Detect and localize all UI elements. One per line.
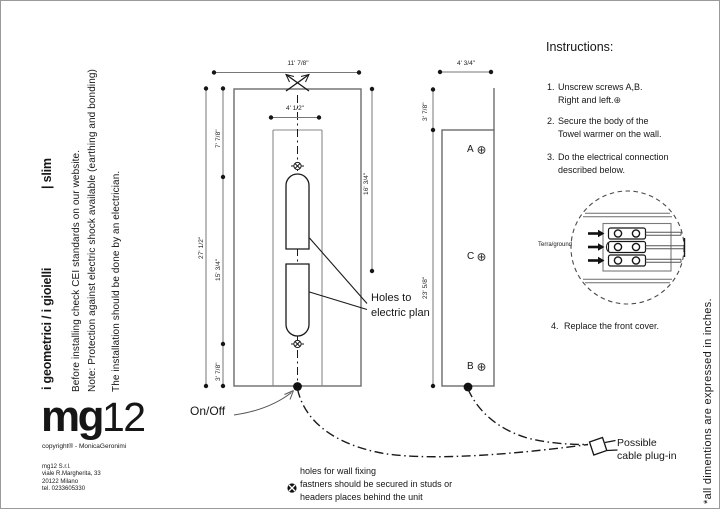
screw-c-icon — [477, 253, 486, 261]
wires — [645, 231, 685, 263]
instructions-title: Instructions: — [546, 40, 614, 54]
screw-b-icon — [477, 363, 486, 371]
hang-hook-icon — [285, 73, 310, 92]
dimensions-footnote: *all dimentions are expressed in inches. — [702, 298, 714, 504]
screw-mark-icon — [291, 339, 304, 349]
mg12-logo: mg12 — [41, 394, 146, 440]
instruction-item-1: 1. Unscrew screws A,B. Right and left.⊕ — [547, 81, 643, 106]
note-cei: Before installing check CEI standards on… — [71, 149, 82, 392]
onoff-point — [293, 382, 302, 391]
address-block: mg12 S.r.l. viale R.Margherita, 33 20122… — [42, 464, 101, 494]
dim-depth: 4' 3/4" — [456, 60, 475, 67]
screw-mark-icon — [291, 161, 304, 171]
leader-line — [309, 291, 368, 311]
cables — [296, 388, 589, 458]
item-number: 3. — [547, 152, 555, 162]
dim-seg-bottom: 3' 7/8" — [215, 362, 222, 381]
dim-body-height: 23' 5/8" — [422, 276, 429, 299]
dim-overall-height: 27' 1/2" — [198, 236, 205, 259]
logo-mg: mg — [41, 392, 105, 441]
holes-label-line1: Holes to — [371, 292, 412, 304]
item-number: 1. — [547, 82, 555, 92]
plug-label-line2: cable plug-in — [617, 450, 677, 462]
plug-icon — [588, 436, 618, 456]
screw-icon: ⊕ — [613, 94, 622, 105]
item-number: 2. — [547, 116, 555, 126]
ground-mark — [605, 242, 609, 252]
item-text: Secure the body of the — [558, 116, 649, 126]
screw-label-c: C — [467, 251, 475, 262]
wire-arrows — [588, 229, 605, 265]
note-headers: headers places behind the unit — [300, 492, 423, 502]
dim-panel-width: 4' 1/2" — [285, 105, 304, 112]
address-line: mg12 S.r.l. — [42, 464, 71, 470]
cable-line-front — [296, 388, 589, 458]
onoff-arrow — [233, 390, 294, 416]
front-view-drawing — [203, 70, 375, 416]
item-number: 4. — [551, 321, 559, 331]
address-line: viale R.Margherita, 33 — [42, 471, 101, 478]
note-holes: holes for wall fixing — [300, 466, 377, 476]
dim-top-offset: 3' 7/8" — [422, 102, 429, 121]
address-line: 20122 Milano — [42, 478, 79, 485]
wall-screw-icon — [287, 483, 297, 493]
series-title: i geometrici / i gioielli — [40, 267, 54, 390]
terminal-contacts — [613, 229, 641, 265]
item-text: Do the electrical connection — [558, 152, 669, 162]
note-electrician: The installation should be done by an el… — [111, 170, 122, 392]
onoff-label: On/Off — [190, 404, 226, 418]
item-text: Right and left.⊕ — [558, 94, 622, 105]
instruction-item-4: 4. Replace the front cover. — [551, 320, 659, 333]
copyright-line: copyright® - MonicaGeronimi — [42, 443, 127, 450]
logo-12: 12 — [102, 394, 146, 440]
terra-ground-label: Terra/ground — [538, 242, 573, 248]
dim-right-height: 16' 3/4" — [363, 172, 370, 195]
dim-overall-width: 11' 7/8" — [287, 60, 309, 67]
note-fasteners: fastners should be secured in studs or — [300, 479, 453, 489]
screw-label-a: A — [467, 144, 474, 155]
cable-line-side — [467, 388, 589, 446]
dim-seg-top: 7' 7/8" — [215, 129, 222, 148]
leader-line — [309, 237, 368, 304]
plug-label-line1: Possible — [617, 437, 657, 449]
instruction-item-3: 3. Do the electrical connection describe… — [547, 151, 669, 176]
electric-slot-top — [285, 173, 310, 250]
item-text: described below. — [558, 164, 626, 175]
cable-exit-point — [463, 382, 473, 392]
electric-slot-bottom — [285, 263, 310, 337]
dim-seg-mid: 15' 3/4" — [215, 258, 222, 281]
item-text: Towel warmer on the wall. — [558, 128, 662, 139]
holes-label-line2: electric plan — [371, 307, 430, 319]
item-text: Unscrew screws A,B. — [558, 82, 643, 92]
item-text: Replace the front cover. — [564, 321, 660, 331]
note-shock: Note: Protection against electric shock … — [87, 69, 98, 392]
electrical-detail — [570, 190, 686, 305]
model-name: | slim — [40, 158, 54, 189]
address-line: tel. 0233605330 — [42, 486, 86, 493]
screw-a-icon — [477, 146, 486, 154]
screw-label-b: B — [467, 361, 474, 372]
instruction-item-2: 2. Secure the body of the Towel warmer o… — [547, 115, 662, 140]
side-view-drawing — [430, 69, 495, 392]
